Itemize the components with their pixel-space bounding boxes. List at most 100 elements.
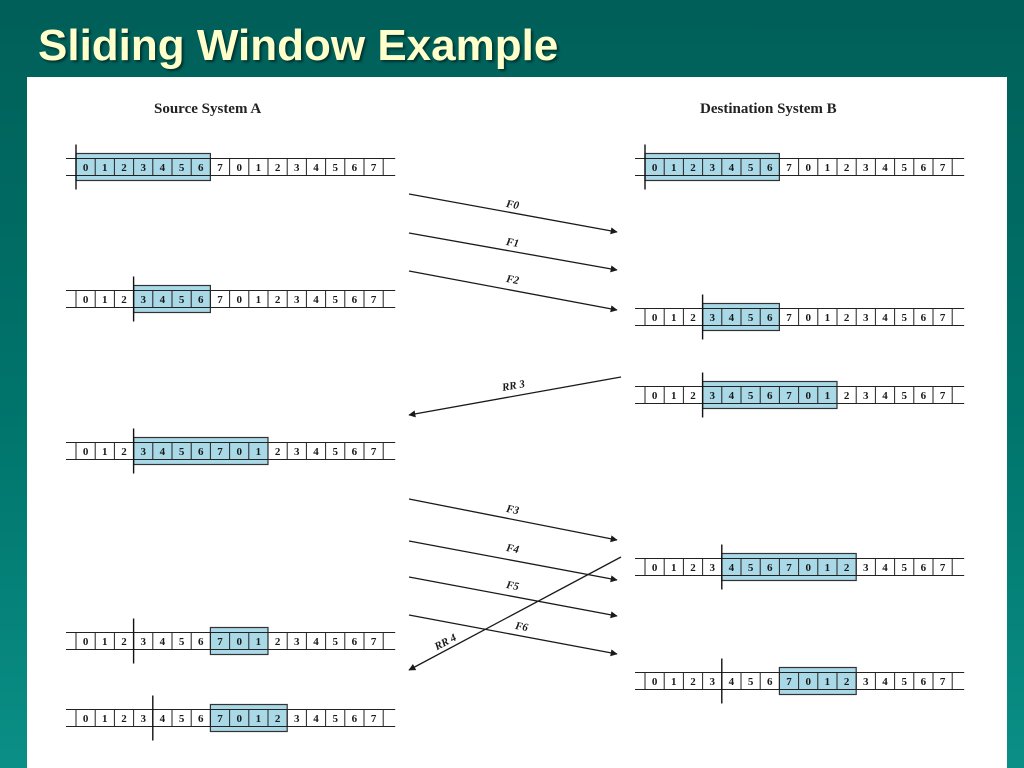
sequence-number: 5 [332,294,338,306]
sequence-number: 1 [671,390,677,402]
sequence-number: 5 [748,162,754,174]
sequence-number: 4 [882,312,888,324]
sequence-number: 7 [371,446,377,458]
sequence-number: 2 [844,390,850,402]
sequence-number: 0 [83,446,89,458]
sequence-number: 4 [313,446,319,458]
sequence-number: 5 [179,636,185,648]
sequence-number: 7 [786,390,792,402]
sequence-number: 2 [844,162,850,174]
message-arrow [408,498,618,543]
sequence-number: 0 [652,390,658,402]
sequence-number: 6 [921,312,927,324]
sequence-number: 2 [690,562,696,574]
sequence-number: 1 [825,390,831,402]
sequence-number: 2 [690,676,696,688]
sequence-number: 1 [256,162,262,174]
sequence-number: 3 [140,446,146,458]
sequence-number: 7 [371,636,377,648]
sequence-number: 1 [102,446,108,458]
sequence-number: 0 [83,636,89,648]
sequence-number: 5 [748,676,754,688]
message-arrow [408,376,622,418]
sequence-number: 7 [217,162,223,174]
sequence-number: 5 [748,562,754,574]
message-f3: F3 [408,498,618,543]
sequence-number: 3 [863,390,869,402]
sequence-number: 3 [294,162,300,174]
message-label: F0 [504,198,520,212]
sequence-number: 0 [236,636,242,648]
sequence-number: 6 [921,676,927,688]
sequence-number: 0 [652,562,658,574]
message-label: RR 3 [500,378,526,394]
sequence-number: 0 [652,676,658,688]
message-f1: F1 [408,232,618,273]
sequence-number: 4 [882,562,888,574]
message-label: F1 [504,236,520,250]
sequence-number: 3 [294,446,300,458]
sequence-number: 7 [217,294,223,306]
sequence-number: 6 [352,636,358,648]
message-f4: F4 [408,540,618,583]
sequence-number: 6 [352,446,358,458]
sequence-number: 5 [179,294,185,306]
message-arrow [408,576,618,619]
sequence-number: 4 [160,446,166,458]
message-arrow [408,270,618,313]
sequence-number: 5 [332,636,338,648]
sequence-number: 4 [882,390,888,402]
sequence-number: 5 [332,446,338,458]
sequence-number: 7 [940,162,946,174]
sequence-number: 6 [352,294,358,306]
message-f0: F0 [408,193,618,235]
sequence-number: 2 [844,312,850,324]
sequence-number: 2 [690,390,696,402]
sequence-number: 1 [825,162,831,174]
message-label: F4 [504,542,520,556]
sequence-number: 5 [901,390,907,402]
sequence-number: 0 [236,446,242,458]
sequence-number: 0 [236,294,242,306]
sequence-number: 6 [198,162,204,174]
sequence-number: 3 [863,676,869,688]
sequence-number: 2 [844,676,850,688]
sequence-number: 6 [767,390,773,402]
sequence-number: 5 [179,446,185,458]
sequence-number: 5 [748,390,754,402]
sequence-number: 3 [709,162,715,174]
sequence-number: 1 [102,636,108,648]
sequence-number: 4 [160,636,166,648]
sequence-number: 5 [901,562,907,574]
message-arrow [408,193,618,235]
source-system-label: Source System A [154,101,261,117]
sequence-number: 4 [729,562,735,574]
sequence-number: 3 [294,294,300,306]
sequence-number: 4 [313,713,319,725]
sequence-number: 5 [179,162,185,174]
sequence-number: 2 [121,294,127,306]
sequence-number: 6 [921,562,927,574]
sequence-number: 5 [901,312,907,324]
sequence-number: 6 [198,713,204,725]
sequence-number: 2 [121,446,127,458]
sequence-number: 6 [352,162,358,174]
message-label: F2 [504,273,520,287]
sequence-number: 1 [825,562,831,574]
sequence-number: 2 [121,162,127,174]
destination-system-label: Destination System B [700,101,837,117]
sequence-number: 4 [729,390,735,402]
sequence-number: 3 [863,312,869,324]
sequence-number: 3 [140,636,146,648]
sequence-number: 6 [198,636,204,648]
sequence-number: 7 [786,676,792,688]
message-rr-3: RR 3 [408,376,622,418]
sequence-number: 7 [786,162,792,174]
